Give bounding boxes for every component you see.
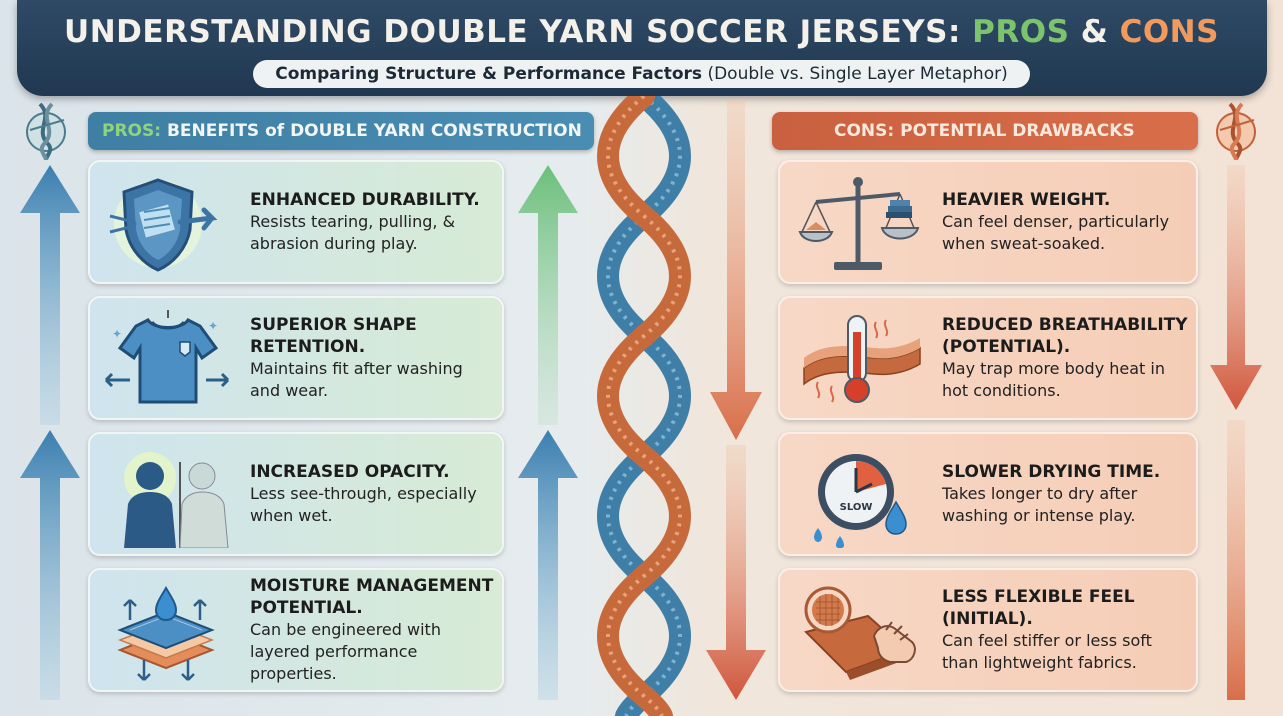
pros-banner-text: BENEFITS of DOUBLE YARN CONSTRUCTION <box>166 121 582 141</box>
shield-fabric-icon <box>100 172 230 276</box>
con-heading: LESS FLEXIBLE FEEL (INITIAL). <box>942 587 1135 629</box>
con-card-weight: HEAVIER WEIGHT. Can feel denser, particu… <box>778 160 1198 284</box>
con-heading: HEAVIER WEIGHT. <box>942 190 1111 210</box>
up-arrow-icon <box>18 430 82 700</box>
pro-description: Resists tearing, pulling, & abrasion dur… <box>250 212 456 253</box>
thermometer-icon <box>794 308 924 412</box>
pro-description: Can be engineered with layered performan… <box>250 620 441 683</box>
con-card-breathability: REDUCED BREATHABILITY (POTENTIAL). May t… <box>778 296 1198 420</box>
svg-text:✦: ✦ <box>208 319 218 333</box>
cons-banner: CONS: POTENTIAL DRAWBACKS <box>772 112 1198 150</box>
pro-heading: INCREASED OPACITY. <box>250 462 450 482</box>
up-arrow-icon <box>516 165 580 425</box>
pro-description: Maintains fit after washing and wear. <box>250 359 463 400</box>
clock-label: SLOW <box>840 502 873 513</box>
page-title: UNDERSTANDING DOUBLE YARN SOCCER JERSEYS… <box>17 0 1267 50</box>
con-card-flexibility: LESS FLEXIBLE FEEL (INITIAL). Can feel s… <box>778 568 1198 692</box>
pro-card-opacity: INCREASED OPACITY. Less see-through, esp… <box>88 432 504 556</box>
pros-banner-highlight: PROS: <box>102 121 162 141</box>
stiff-fabric-icon <box>794 580 924 684</box>
down-arrow-icon <box>704 445 768 700</box>
pros-banner: PROS: BENEFITS of DOUBLE YARN CONSTRUCTI… <box>88 112 594 150</box>
yarn-badge-right-icon <box>1210 100 1262 162</box>
pro-description: Less see-through, especially when wet. <box>250 484 477 525</box>
down-arrow-icon <box>1208 165 1264 410</box>
yarn-badge-left-icon <box>20 100 72 162</box>
pro-heading: MOISTURE MANAGEMENT POTENTIAL. <box>250 576 494 618</box>
con-description: Can feel stiffer or less soft than light… <box>942 631 1152 672</box>
twisted-yarn-icon <box>592 96 696 716</box>
jersey-icon: ✦ ✦ <box>100 308 230 412</box>
subtitle-bold: Comparing Structure & Performance Factor… <box>275 64 703 84</box>
subtitle: Comparing Structure & Performance Factor… <box>253 60 1030 88</box>
title-main: UNDERSTANDING DOUBLE YARN SOCCER JERSEYS… <box>64 14 961 50</box>
svg-text:✦: ✦ <box>112 327 122 341</box>
pro-card-moisture: MOISTURE MANAGEMENT POTENTIAL. Can be en… <box>88 568 504 692</box>
scale-icon <box>794 172 924 276</box>
layers-droplet-icon <box>100 580 230 684</box>
pro-heading: ENHANCED DURABILITY. <box>250 190 480 210</box>
down-arrow-icon <box>1208 420 1264 700</box>
con-card-drying: SLOW SLOWER DRYING TIME. Takes longer to… <box>778 432 1198 556</box>
con-description: May trap more body heat in hot condition… <box>942 359 1165 400</box>
up-arrow-icon <box>18 165 82 425</box>
con-description: Can feel denser, particularly when sweat… <box>942 212 1170 253</box>
pro-card-shape-retention: ✦ ✦ SUPERIOR SHAPE RETENTION. Maintains … <box>88 296 504 420</box>
down-arrow-icon <box>708 100 764 440</box>
title-cons: CONS <box>1119 14 1219 50</box>
pro-heading: SUPERIOR SHAPE RETENTION. <box>250 315 417 357</box>
con-heading: SLOWER DRYING TIME. <box>942 462 1161 482</box>
title-banner: UNDERSTANDING DOUBLE YARN SOCCER JERSEYS… <box>16 0 1267 96</box>
pro-card-durability: ENHANCED DURABILITY. Resists tearing, pu… <box>88 160 504 284</box>
con-heading: REDUCED BREATHABILITY (POTENTIAL). <box>942 315 1188 357</box>
title-pros: PROS <box>972 14 1070 50</box>
slow-clock-icon: SLOW <box>794 444 924 548</box>
title-amp: & <box>1080 14 1109 50</box>
con-description: Takes longer to dry after washing or int… <box>942 484 1138 525</box>
subtitle-rest: (Double vs. Single Layer Metaphor) <box>707 64 1008 84</box>
up-arrow-icon <box>516 430 580 700</box>
silhouettes-icon <box>100 444 230 548</box>
cons-banner-text: CONS: POTENTIAL DRAWBACKS <box>834 121 1135 141</box>
